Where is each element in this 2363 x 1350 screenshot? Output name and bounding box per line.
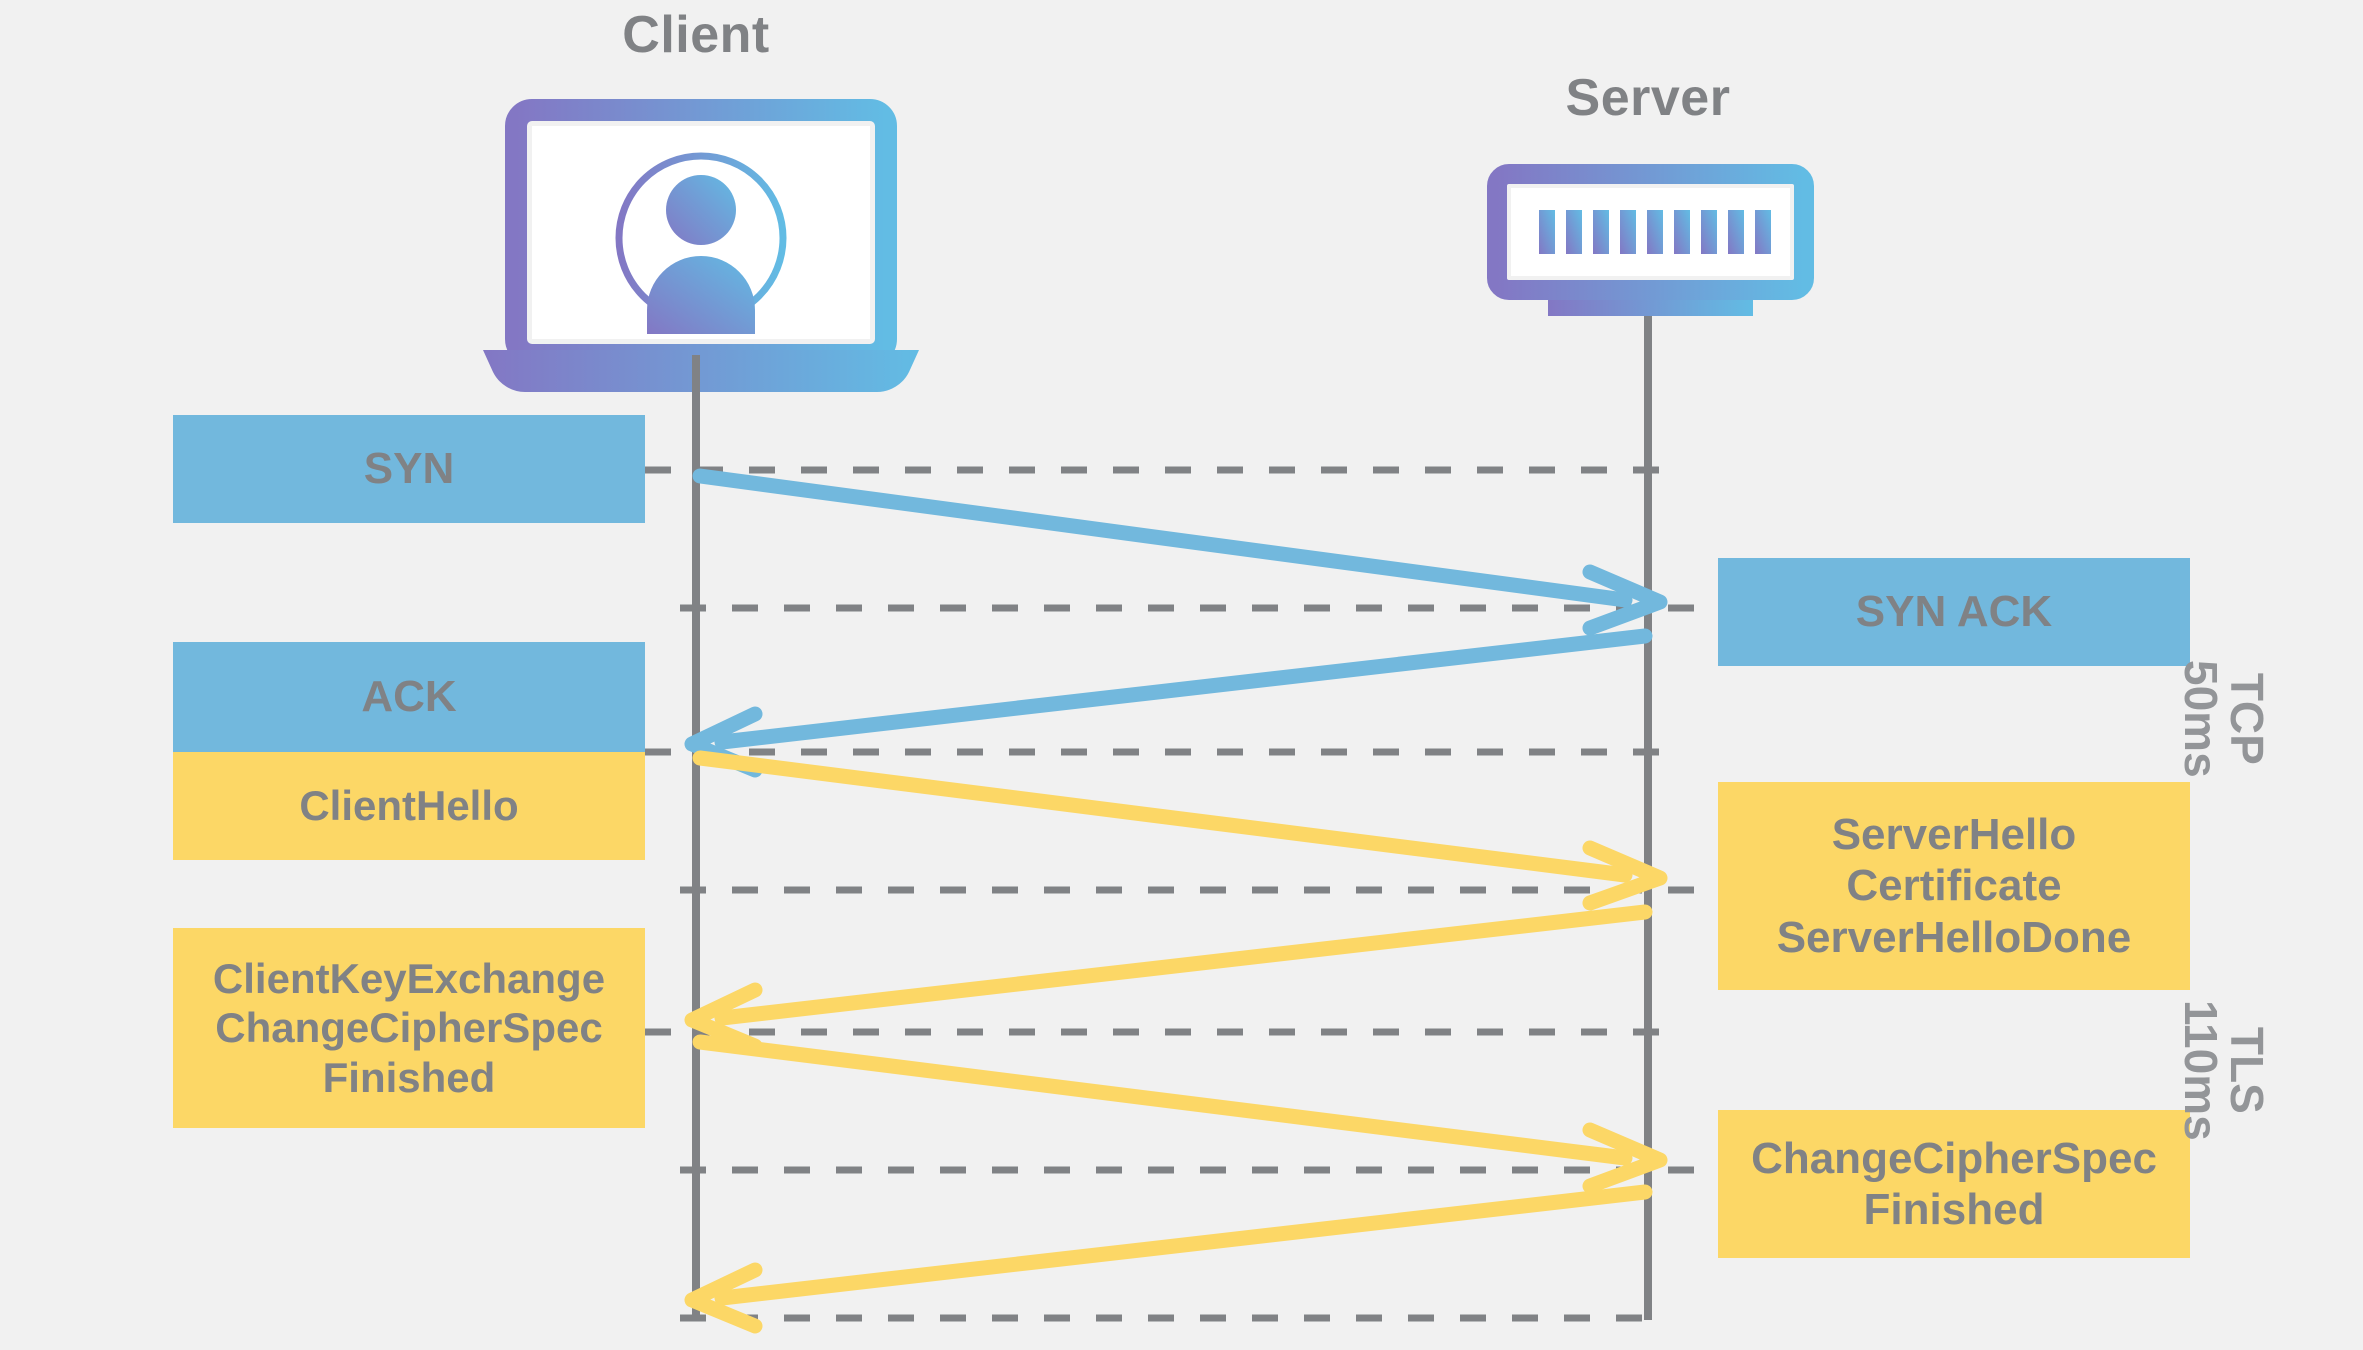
message-box-ack[interactable]: ACK <box>173 642 645 752</box>
arrow-client-hello <box>692 750 1668 911</box>
arrow-syn-ack <box>684 628 1653 778</box>
message-label: ACK <box>361 672 457 722</box>
server-title: Server <box>1565 69 1731 127</box>
phase-label-tcp: TCP 50ms <box>2175 660 2273 778</box>
arrow-syn <box>692 468 1668 636</box>
message-box-client-key-exchange[interactable]: ClientKeyExchange ChangeCipherSpec Finis… <box>173 928 645 1128</box>
phase-label-tls: TLS 110ms <box>2175 1000 2273 1141</box>
message-label: ServerHello Certificate ServerHelloDone <box>1776 809 2132 962</box>
message-box-server-hello[interactable]: ServerHello Certificate ServerHelloDone <box>1718 782 2190 990</box>
arrow-server-change-cipher-spec <box>684 1184 1653 1334</box>
message-label: ClientKeyExchange ChangeCipherSpec Finis… <box>212 955 606 1101</box>
arrow-client-key-exchange <box>692 1034 1668 1194</box>
message-box-syn-ack[interactable]: SYN ACK <box>1718 558 2190 666</box>
message-box-server-change-cipher-spec[interactable]: ChangeCipherSpec Finished <box>1718 1110 2190 1258</box>
message-box-client-hello[interactable]: ClientHello <box>173 752 645 860</box>
message-label: ClientHello <box>299 782 519 830</box>
laptop-user-icon <box>483 99 919 392</box>
message-label: SYN ACK <box>1855 587 2053 637</box>
message-label: ChangeCipherSpec Finished <box>1751 1133 2157 1234</box>
client-title: Client <box>622 6 770 64</box>
server-rack-icon <box>1487 164 1814 316</box>
dashed-guides <box>645 466 1718 1322</box>
message-label: SYN <box>363 444 455 494</box>
message-box-syn[interactable]: SYN <box>173 415 645 523</box>
arrow-server-hello <box>684 904 1653 1054</box>
